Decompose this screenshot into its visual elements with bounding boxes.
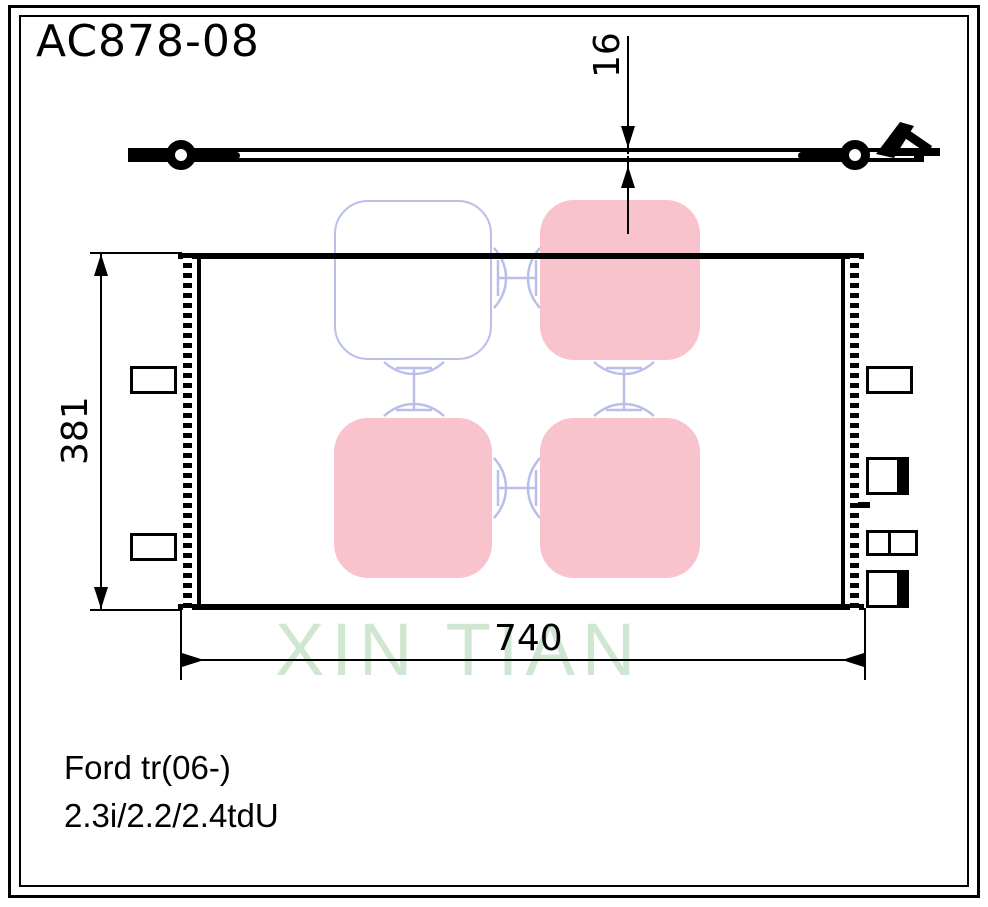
- port-fitting-lower: [866, 570, 900, 608]
- dim-height-label: 381: [55, 396, 96, 465]
- port-fitting-middle-divider: [888, 530, 891, 556]
- core-bottom-rail: [178, 604, 864, 610]
- port-fitting-upper-cap: [897, 457, 909, 495]
- dim-width-label: 740: [494, 618, 563, 659]
- rail-eyelet-right-icon: [840, 140, 870, 170]
- mounting-bracket-left-lower: [130, 533, 177, 561]
- drawing-frame-inner: [19, 15, 969, 887]
- port-fitting-upper: [866, 457, 900, 495]
- dim-height-arrow-bottom: [94, 587, 108, 609]
- port-fitting-lower-cap: [897, 570, 909, 608]
- rail-slot-right: [798, 152, 858, 159]
- dim-rail-line-upper: [627, 36, 629, 154]
- dim-height-line: [100, 253, 102, 610]
- rail-bar-top-edge: [128, 148, 914, 152]
- engine-variant-caption: 2.3i/2.2/2.4tdU: [64, 797, 279, 834]
- tank-left-serration: [183, 253, 192, 610]
- header-tank-right: [841, 253, 865, 610]
- dim-width-line: [181, 659, 865, 661]
- mounting-bracket-right-upper: [866, 366, 913, 394]
- rail-slot-left: [180, 152, 240, 159]
- tank-right-outer-wall: [841, 253, 845, 610]
- dim-width-ext-left: [180, 608, 182, 680]
- mounting-bracket-left-upper: [130, 366, 177, 394]
- dim-height-arrow-top: [94, 254, 108, 276]
- dim-height-ext-bottom: [90, 609, 182, 611]
- drawing-frame-outer: [8, 5, 980, 898]
- condenser-core: [178, 253, 864, 610]
- tank-right-serration: [850, 253, 859, 610]
- port-stub-upper: [858, 502, 870, 508]
- rail-right-clip-bracket: [876, 122, 940, 162]
- dim-rail-arrow-up: [621, 166, 635, 188]
- rail-left-tail: [128, 152, 170, 158]
- dim-rail-arrow-down: [621, 126, 635, 148]
- part-number-title: AC878-08: [36, 16, 260, 67]
- dim-rail-line-lower: [627, 156, 629, 234]
- dim-width-ext-right: [864, 608, 866, 680]
- dim-height-ext-top: [90, 252, 182, 254]
- dim-width-arrow-right: [842, 653, 864, 667]
- rail-eyelet-left-icon: [166, 140, 196, 170]
- rail-bar-bottom-edge: [128, 158, 914, 162]
- tank-left-outer-wall: [197, 253, 201, 610]
- port-fitting-middle: [866, 530, 918, 556]
- header-tank-left: [177, 253, 201, 610]
- core-top-rail: [178, 253, 864, 259]
- dim-rail-label: 16: [587, 32, 628, 78]
- dim-width-arrow-left: [182, 653, 204, 667]
- top-mounting-rail: [128, 122, 940, 170]
- vehicle-model-caption: Ford tr(06-): [64, 749, 231, 786]
